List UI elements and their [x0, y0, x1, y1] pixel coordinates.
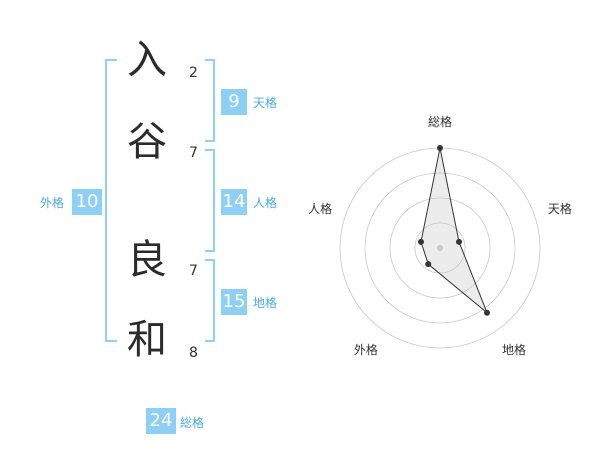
tenkaku-badge: 9: [221, 89, 247, 115]
soukaku-badge: 24: [146, 408, 176, 434]
tenkaku-label: 天格: [253, 96, 278, 110]
name-char-1: 入: [127, 37, 167, 83]
radar-axis-label-0: 総格: [428, 114, 452, 129]
name-char-2: 谷: [127, 119, 167, 165]
chikaku-label: 地格: [253, 296, 278, 310]
stroke-count-2: 7: [189, 145, 198, 161]
jinkaku-bracket: [205, 149, 215, 252]
radar-axis-label-2: 地格: [502, 342, 526, 357]
gaikaku-label: 外格: [40, 196, 65, 210]
radar-point-0: [437, 145, 443, 151]
radar-point-1: [456, 238, 463, 245]
radar-ring: [364, 172, 516, 324]
radar-ring: [389, 197, 491, 299]
radar-point-3: [425, 261, 432, 268]
radar-center: [437, 245, 443, 251]
chikaku-badge: 15: [221, 289, 247, 315]
radar-point-2: [484, 309, 491, 316]
name-char-3: 良: [127, 237, 167, 283]
chikaku-bracket: [205, 259, 215, 342]
radar-axis-label-4: 人格: [308, 201, 332, 216]
stroke-count-3: 7: [189, 263, 198, 279]
radar-axis-label-3: 外格: [354, 342, 378, 357]
jinkaku-badge: 14: [221, 189, 247, 215]
radar-point-4: [417, 238, 424, 245]
radar-ring: [414, 222, 466, 274]
jinkaku-label: 人格: [253, 196, 278, 210]
stroke-count-1: 2: [189, 65, 198, 81]
radar-axis-label-1: 天格: [548, 201, 572, 216]
gaikaku-badge: 10: [72, 189, 102, 215]
soukaku-label: 総格: [180, 416, 205, 430]
radar-area: [420, 147, 488, 314]
tenkaku-bracket: [205, 59, 215, 142]
name-char-4: 和: [127, 317, 167, 363]
stroke-count-4: 8: [189, 345, 198, 361]
gaikaku-bracket: [105, 59, 117, 342]
